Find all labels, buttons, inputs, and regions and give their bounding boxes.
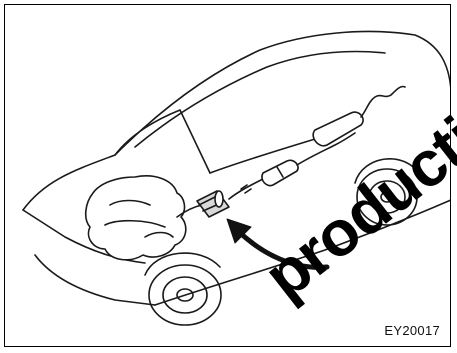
catalytic-converter — [197, 191, 229, 217]
figure-code: EY20017 — [384, 323, 440, 338]
tail-pipe — [361, 86, 405, 117]
mid-pipe — [229, 179, 263, 199]
main-muffler — [313, 112, 363, 146]
center-muffler — [262, 160, 298, 185]
front-wheel — [145, 253, 221, 325]
engine-block — [86, 176, 186, 260]
